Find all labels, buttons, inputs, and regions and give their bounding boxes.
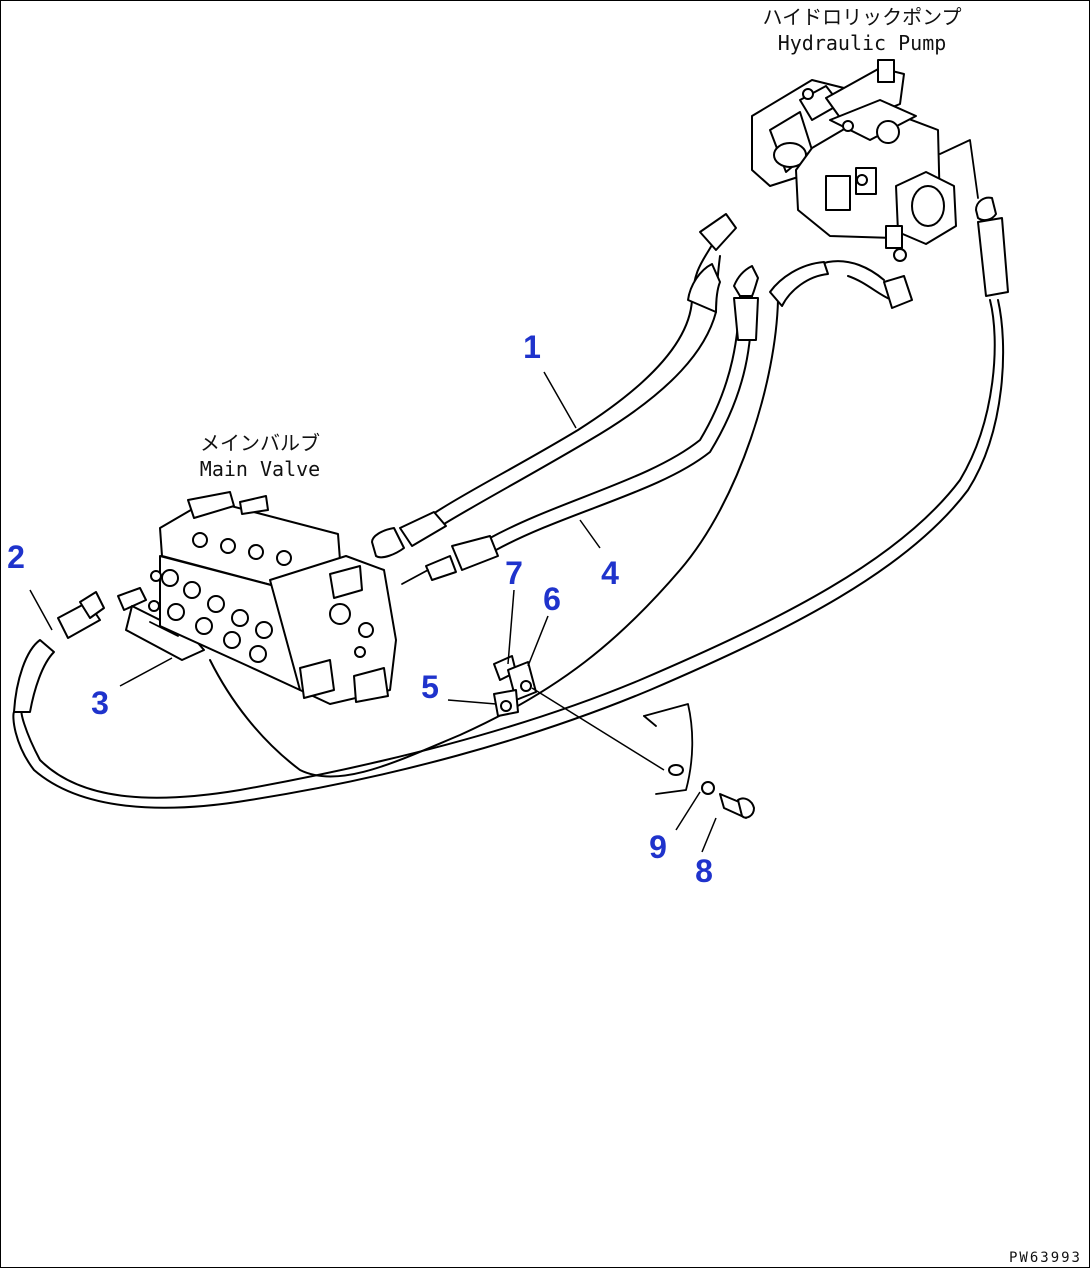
callout-3: 3	[91, 685, 109, 721]
callout-6: 6	[543, 581, 561, 617]
hose-drain	[209, 260, 913, 778]
part-3-sleeve	[117, 587, 205, 661]
hydraulic-pump-label-en: Hydraulic Pump	[778, 31, 947, 55]
hydraulic-pump	[751, 59, 979, 262]
callout-1: 1	[523, 329, 541, 365]
callout-9: 9	[649, 829, 667, 865]
hose-4	[401, 265, 759, 585]
hydraulic-pump-label-jp: ハイドロリックポンプ	[763, 5, 962, 29]
hose-2	[12, 196, 1009, 809]
callout-4: 4	[601, 555, 619, 591]
leader-lines	[29, 371, 717, 853]
callout-5: 5	[421, 669, 439, 705]
main-valve	[148, 491, 397, 705]
washer-9	[701, 781, 715, 795]
main-valve-label-en: Main Valve	[200, 457, 320, 481]
bracket	[643, 703, 694, 795]
bolt-8	[719, 793, 755, 819]
callout-8: 8	[695, 853, 713, 889]
main-valve-label-jp: メインバルブ	[200, 431, 320, 455]
callout-2: 2	[7, 539, 25, 575]
drawing-code: PW63993	[1009, 1250, 1082, 1266]
hose-1	[371, 213, 737, 559]
callout-7: 7	[505, 555, 523, 591]
clamp-assembly	[493, 655, 537, 717]
